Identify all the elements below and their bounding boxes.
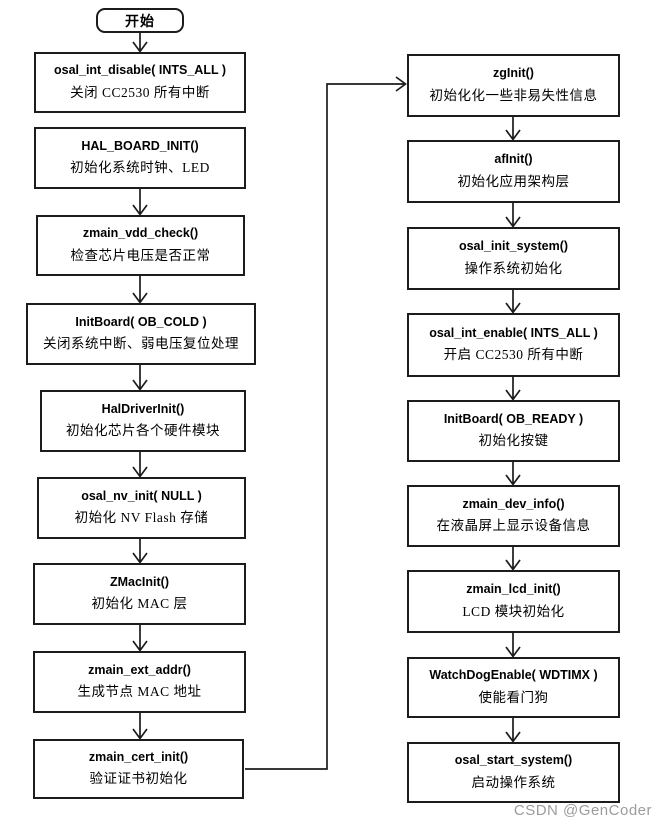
flow-arrow [132, 276, 148, 304]
node-hal-board-init: HAL_BOARD_INIT() 初始化系统时钟、LED [34, 127, 246, 189]
node-osal-int-disable: osal_int_disable( INTS_ALL ) 关闭 CC2530 所… [34, 52, 246, 113]
node-title: HAL_BOARD_INIT() [81, 138, 199, 153]
node-title: osal_nv_init( NULL ) [81, 488, 202, 503]
node-title: InitBoard( OB_READY ) [443, 411, 584, 426]
flow-arrow [505, 718, 521, 743]
flow-arrow [132, 452, 148, 478]
flow-arrow [505, 290, 521, 314]
node-osal-nv-init: osal_nv_init( NULL ) 初始化 NV Flash 存储 [37, 477, 246, 539]
node-title: zmain_cert_init() [88, 749, 189, 764]
flow-arrow [132, 713, 148, 740]
node-title: osal_int_disable( INTS_ALL ) [53, 63, 227, 78]
node-title: zmain_ext_addr() [88, 662, 191, 677]
node-subtitle: 关闭 CC2530 所有中断 [70, 84, 210, 100]
loop-connector-arrow [245, 76, 407, 770]
node-subtitle: 初始化按键 [478, 433, 549, 449]
start-node: 开始 [96, 8, 184, 33]
node-subtitle: 操作系统初始化 [464, 260, 563, 276]
node-zmain-ext-addr: zmain_ext_addr() 生成节点 MAC 地址 [33, 651, 246, 713]
node-subtitle: 初始化应用架构层 [457, 173, 570, 189]
node-zginit: zgInit() 初始化化一些非易失性信息 [407, 54, 620, 117]
node-subtitle: 启动操作系统 [471, 774, 556, 790]
node-zmain-cert-init: zmain_cert_init() 验证证书初始化 [33, 739, 244, 799]
node-subtitle: 开启 CC2530 所有中断 [443, 347, 584, 363]
node-watchdogenable: WatchDogEnable( WDTIMX ) 使能看门狗 [407, 657, 620, 718]
node-title: zmain_lcd_init() [466, 582, 561, 597]
flow-arrow [505, 117, 521, 141]
node-subtitle: 使能看门狗 [478, 689, 549, 705]
node-title: InitBoard( OB_COLD ) [75, 314, 207, 329]
node-zmacinit: ZMacInit() 初始化 MAC 层 [33, 563, 246, 625]
flow-arrow [132, 539, 148, 564]
node-title: osal_start_system() [454, 753, 573, 768]
watermark: CSDN @GenCoder [513, 802, 652, 819]
node-title: osal_init_system() [458, 239, 569, 254]
node-title: HalDriverInit() [101, 401, 185, 416]
node-haldriverinit: HalDriverInit() 初始化芯片各个硬件模块 [40, 390, 246, 452]
node-osal-int-enable: osal_int_enable( INTS_ALL ) 开启 CC2530 所有… [407, 313, 620, 377]
node-subtitle: 在液晶屏上显示设备信息 [436, 518, 591, 534]
flow-arrow [505, 203, 521, 228]
flow-arrow [505, 462, 521, 486]
node-subtitle: 检查芯片电压是否正常 [70, 247, 211, 263]
flow-arrow [132, 33, 148, 53]
node-title: zmain_vdd_check() [82, 226, 199, 241]
node-zmain-dev-info: zmain_dev_info() 在液晶屏上显示设备信息 [407, 485, 620, 547]
flow-arrow [505, 377, 521, 401]
node-title: WatchDogEnable( WDTIMX ) [429, 668, 598, 683]
node-zmain-lcd-init: zmain_lcd_init() LCD 模块初始化 [407, 570, 620, 633]
node-subtitle: 初始化化一些非易失性信息 [429, 87, 598, 103]
flow-arrow [505, 547, 521, 571]
node-osal-start-system: osal_start_system() 启动操作系统 [407, 742, 620, 803]
node-title: ZMacInit() [109, 574, 170, 589]
node-subtitle: 生成节点 MAC 地址 [77, 684, 202, 700]
node-subtitle: 初始化系统时钟、LED [70, 160, 210, 176]
node-title: zgInit() [493, 66, 534, 81]
start-label: 开始 [125, 14, 155, 30]
node-subtitle: 关闭系统中断、弱电压复位处理 [43, 336, 239, 352]
node-initboard-ob-ready: InitBoard( OB_READY ) 初始化按键 [407, 400, 620, 462]
node-zmain-vdd-check: zmain_vdd_check() 检查芯片电压是否正常 [36, 215, 245, 276]
node-osal-init-system: osal_init_system() 操作系统初始化 [407, 227, 620, 290]
node-subtitle: 初始化芯片各个硬件模块 [66, 423, 220, 439]
node-title: afInit() [494, 152, 533, 167]
node-subtitle: 初始化 MAC 层 [91, 596, 188, 612]
node-afinit: afInit() 初始化应用架构层 [407, 140, 620, 203]
flow-arrow [132, 625, 148, 652]
node-title: zmain_dev_info() [462, 496, 565, 511]
node-subtitle: 初始化 NV Flash 存储 [74, 510, 209, 526]
node-initboard-ob-cold: InitBoard( OB_COLD ) 关闭系统中断、弱电压复位处理 [26, 303, 256, 365]
flow-arrow [505, 633, 521, 658]
flow-arrow [132, 189, 148, 216]
flow-arrow [132, 365, 148, 391]
node-subtitle: LCD 模块初始化 [462, 603, 565, 619]
node-title: osal_int_enable( INTS_ALL ) [429, 325, 598, 340]
node-subtitle: 验证证书初始化 [89, 771, 188, 787]
